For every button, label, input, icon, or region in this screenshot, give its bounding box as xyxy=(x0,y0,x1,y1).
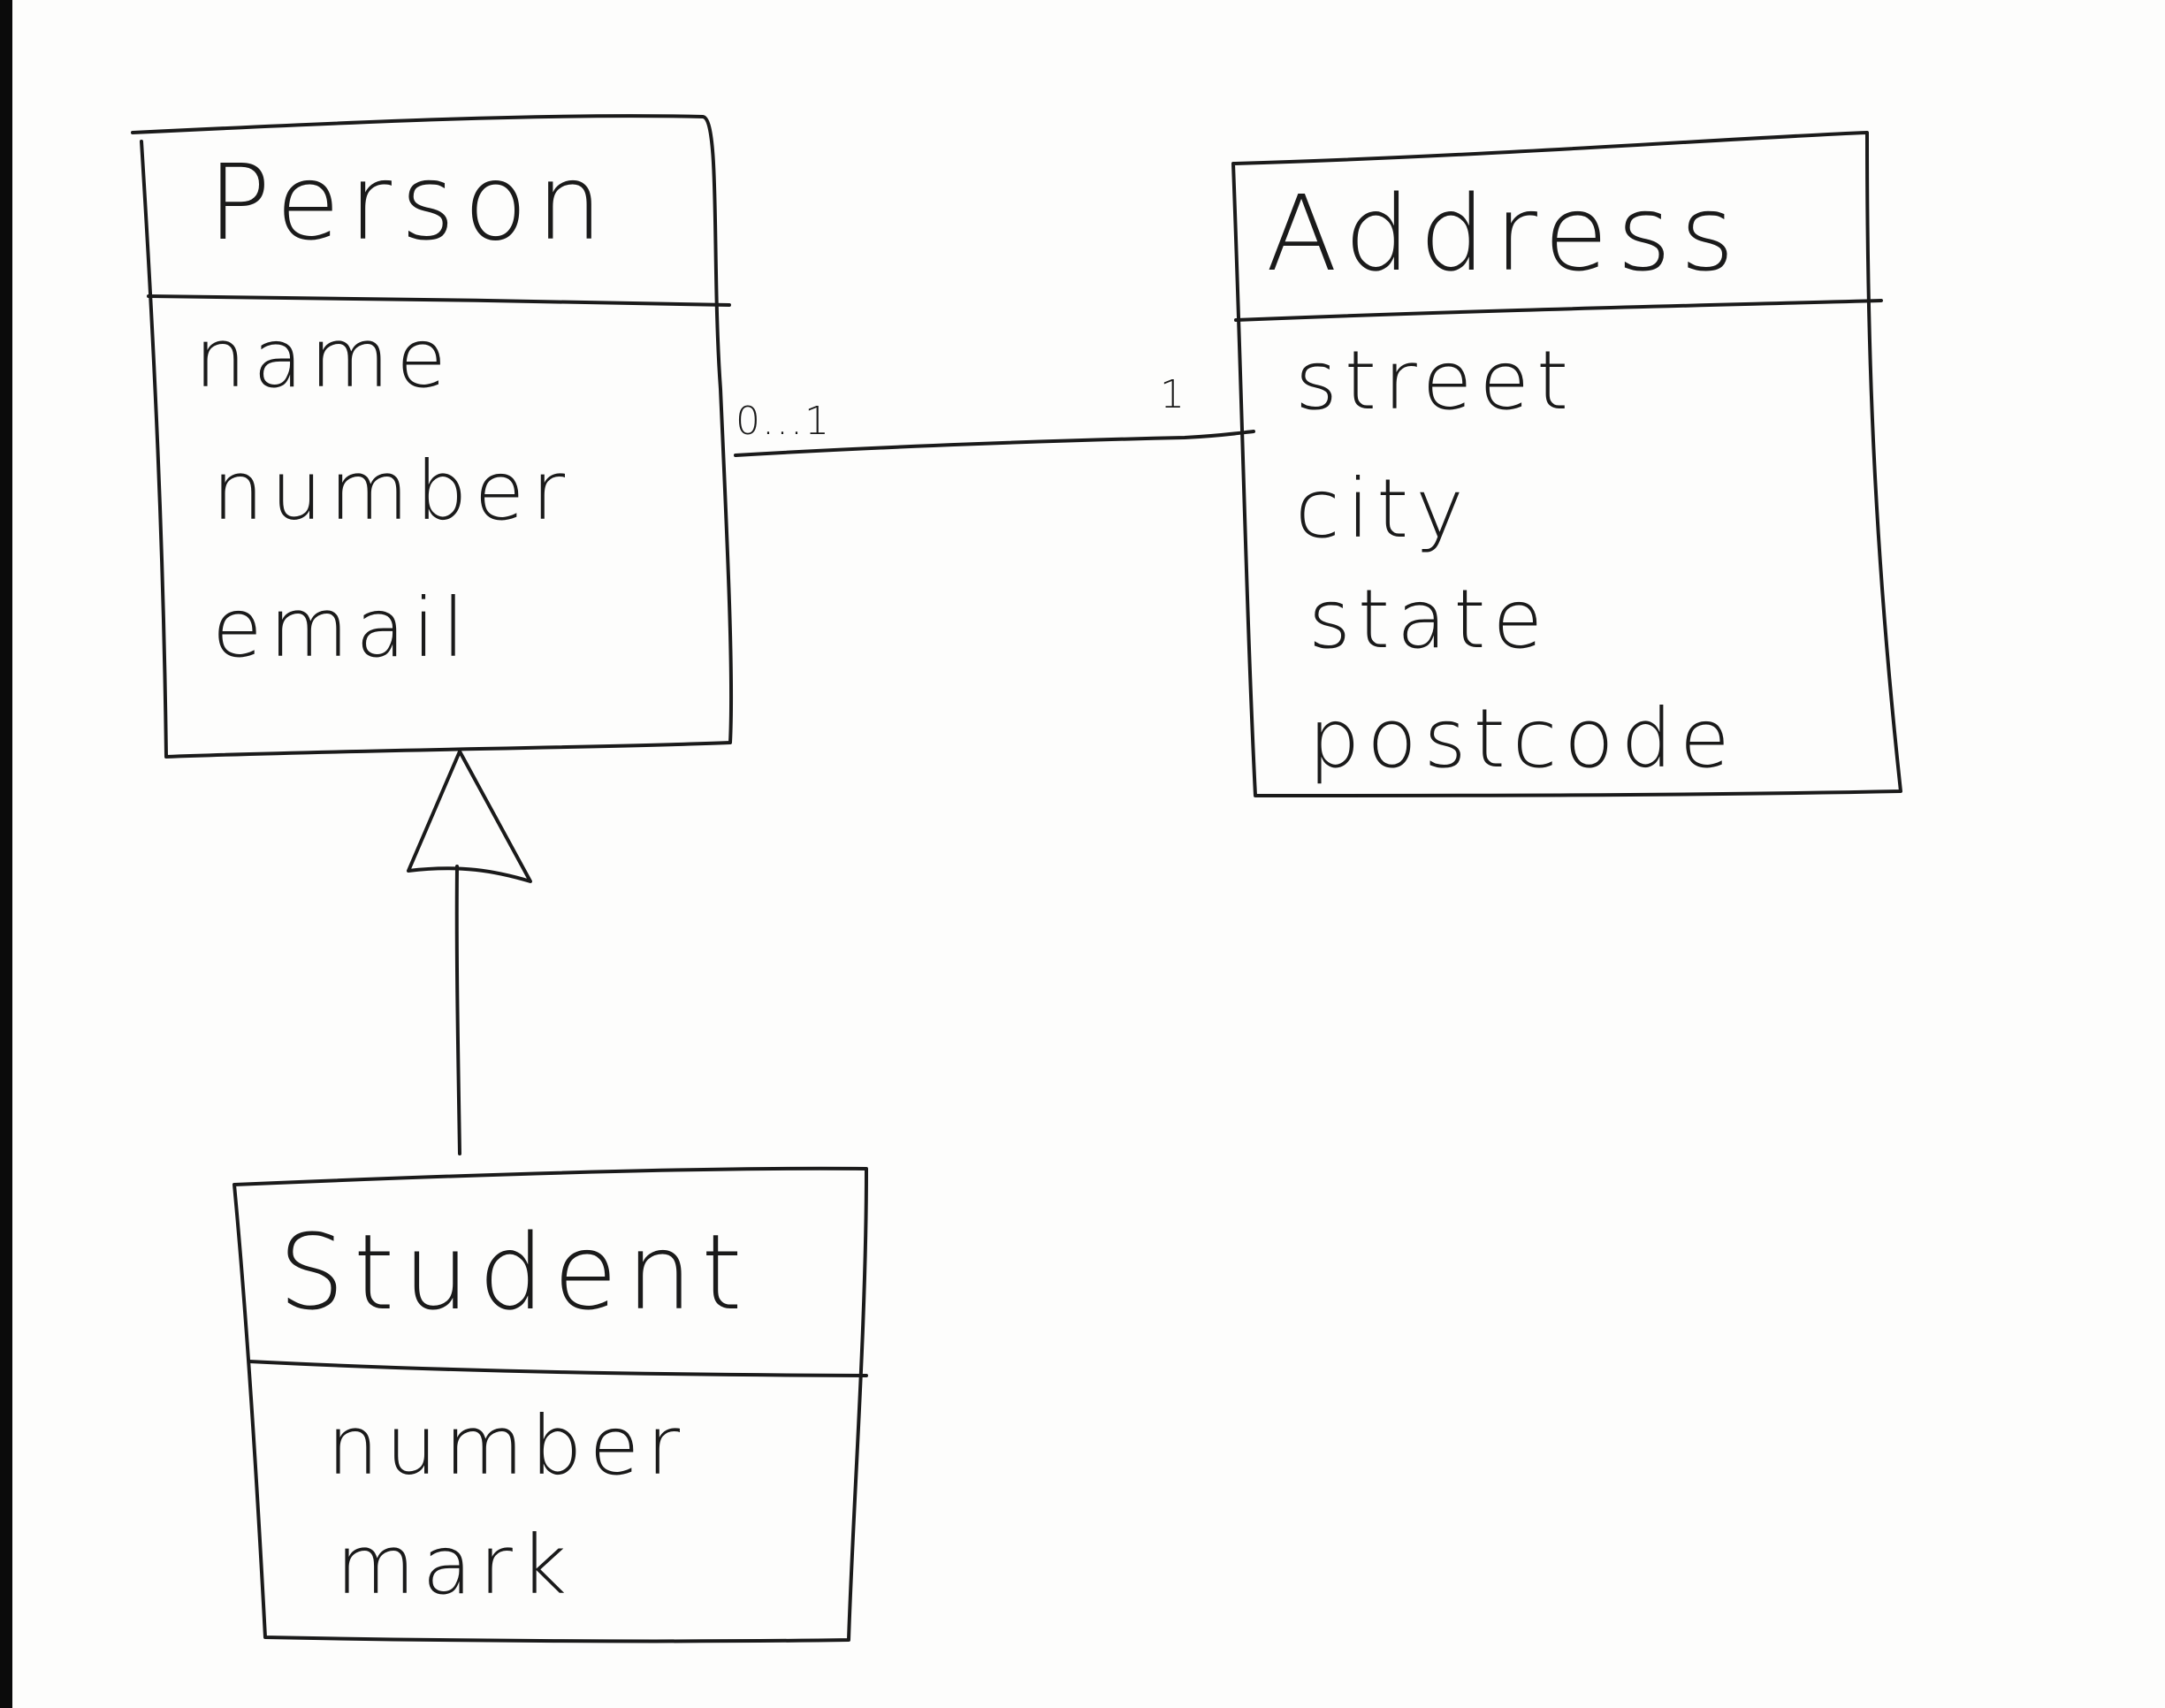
scan-edge xyxy=(0,0,12,1708)
address-attribute-state: state xyxy=(1308,572,1551,667)
address-class-name: Address xyxy=(1266,172,1743,294)
address-multiplicity-label: 1 xyxy=(1160,372,1186,417)
person-box-outline xyxy=(131,114,734,759)
person-header-divider xyxy=(147,294,731,307)
inheritance-arrowhead xyxy=(407,750,532,883)
student-attribute-mark: mark xyxy=(336,1518,575,1613)
inheritance-line xyxy=(454,865,461,1155)
person-attribute-email: email xyxy=(212,581,472,675)
student-header-divider xyxy=(248,1360,868,1377)
address-attribute-city: city xyxy=(1295,461,1471,556)
person-attribute-name: name xyxy=(194,311,454,406)
address-attribute-street: street xyxy=(1295,333,1576,428)
address-header-divider xyxy=(1234,299,1883,322)
student-class-name: Student xyxy=(278,1211,751,1333)
person-attribute-number: number xyxy=(212,444,573,538)
person-class-name: Person xyxy=(208,141,612,263)
person-multiplicity-label: 0...1 xyxy=(736,399,831,444)
student-box-outline xyxy=(233,1166,868,1643)
student-attribute-number: number xyxy=(327,1399,688,1493)
address-box-outline xyxy=(1231,131,1902,797)
association-line xyxy=(734,430,1255,457)
address-attribute-postcode: postcode xyxy=(1308,691,1737,786)
